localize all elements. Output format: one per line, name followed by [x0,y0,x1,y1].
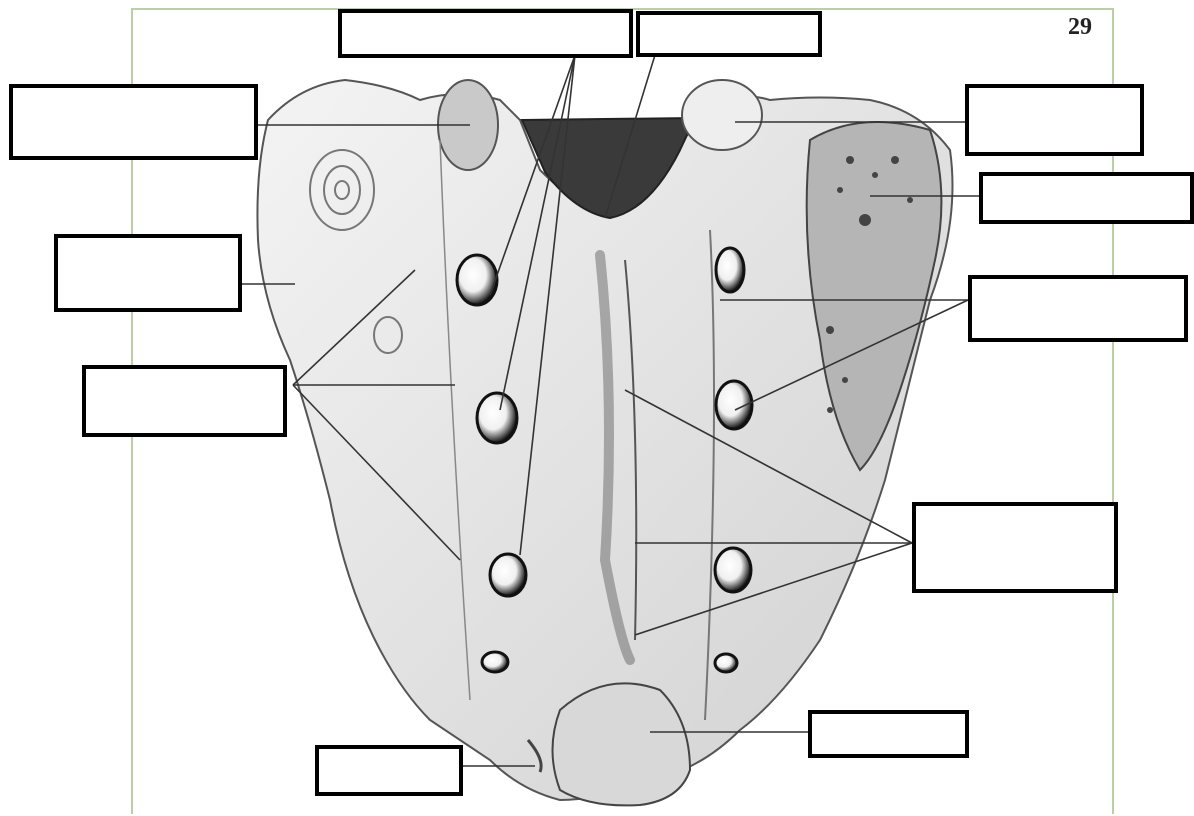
label-box-dorsal-foramina[interactable] [338,9,633,58]
label-box-lateral-crest[interactable] [82,365,287,437]
label-box-median-crest[interactable] [912,502,1118,593]
label-box-auricular-surface[interactable] [979,172,1194,224]
right-superior-articular-process [682,80,762,150]
label-box-lateral-part[interactable] [54,234,242,312]
label-box-sacral-canal[interactable] [636,11,822,57]
sacral-hiatus [553,683,691,805]
label-box-sacral-cornu[interactable] [315,745,463,796]
label-box-intermediate-crest[interactable] [968,275,1188,342]
label-box-superior-articular-right[interactable] [965,84,1144,156]
label-box-sacral-hiatus[interactable] [808,710,969,758]
label-box-superior-articular-left[interactable] [9,84,258,160]
